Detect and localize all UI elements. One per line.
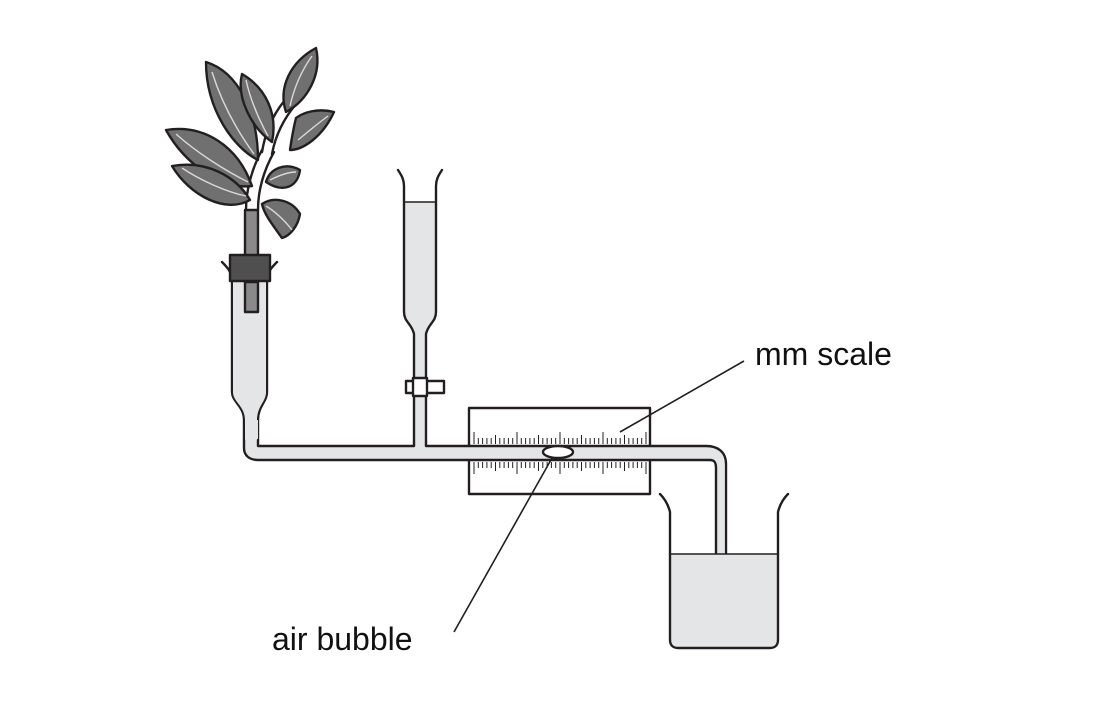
bubble-label-line — [453, 457, 553, 633]
rubber-bung — [228, 253, 272, 283]
shoot-tube — [220, 253, 279, 444]
water-reservoir — [396, 168, 446, 448]
air-bubble-label: air bubble — [272, 621, 413, 657]
mm-scale-label: mm scale — [755, 336, 892, 372]
air-bubble — [541, 444, 575, 460]
leaf — [282, 46, 319, 114]
scale-ticks-bottom — [473, 462, 647, 474]
scale-ticks-top — [473, 432, 647, 444]
leaf — [260, 198, 302, 240]
capillary-tube — [242, 420, 728, 582]
beaker — [658, 492, 790, 650]
leaf — [264, 165, 302, 189]
leaf — [170, 163, 252, 206]
scale-label-line — [619, 360, 745, 433]
